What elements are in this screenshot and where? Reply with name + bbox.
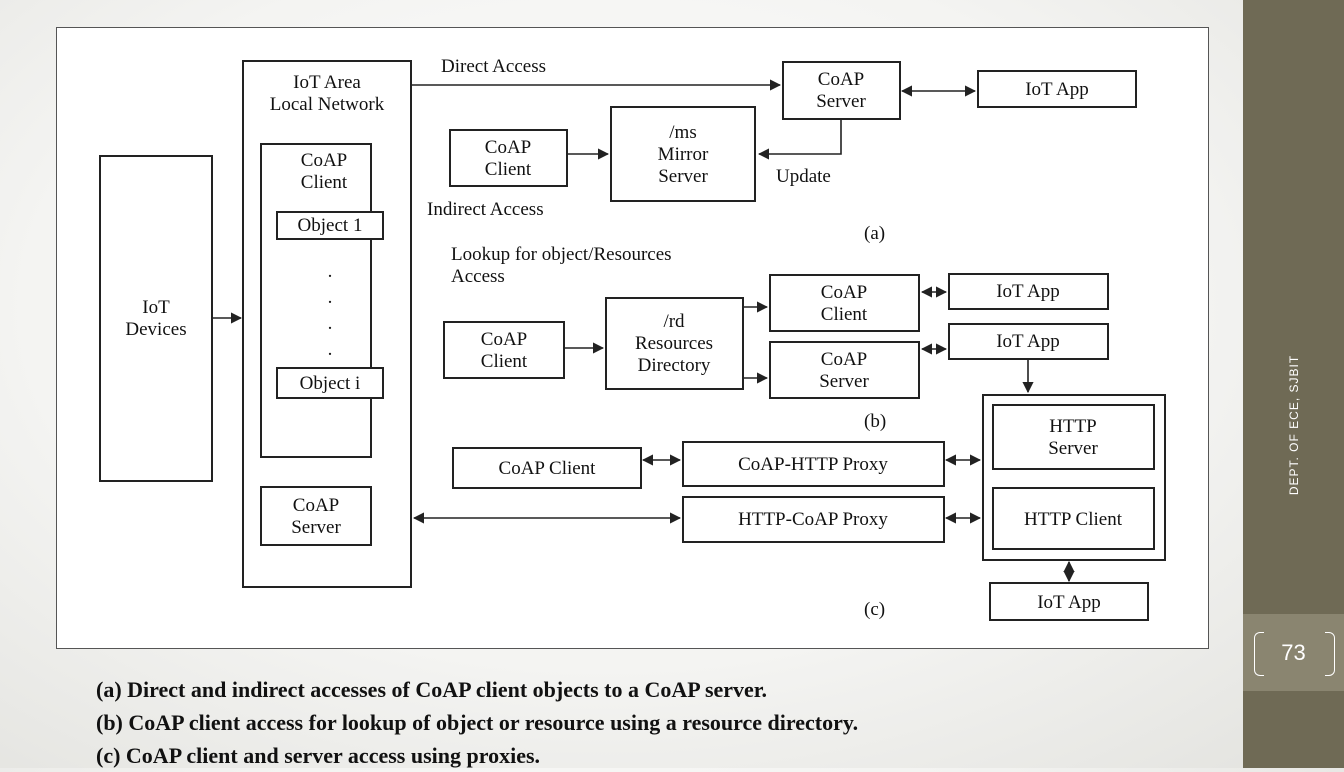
left-bracket-decoration — [1254, 632, 1264, 676]
section-a-label: (a) — [864, 223, 885, 244]
http-coap-proxy-box — [682, 496, 945, 543]
iot-devices-box — [99, 155, 213, 482]
iot-app-a-box — [977, 70, 1137, 108]
right-bracket-decoration — [1325, 632, 1335, 676]
object-1-label: Object 1 — [298, 215, 363, 236]
http-client-label: HTTP Client — [1024, 509, 1123, 530]
direct-access-label: Direct Access — [441, 56, 546, 77]
coap-http-proxy-box — [682, 441, 945, 487]
coap-client-left-box — [260, 143, 372, 458]
http-coap-proxy-label: HTTP-CoAP Proxy — [738, 509, 888, 530]
coap-client-a-box — [449, 129, 568, 187]
object-i-box — [276, 367, 384, 399]
caption-line-b: (b) CoAP client access for lookup of obj… — [96, 710, 859, 735]
coap-client-b-box — [443, 321, 565, 379]
object-i-label: Object i — [300, 373, 361, 394]
iot-app-c-label: IoT App — [1037, 592, 1101, 613]
http-server-box — [992, 404, 1155, 470]
coap-client-c-label: CoAP Client — [499, 458, 597, 479]
iot-app-b2-box — [948, 323, 1109, 360]
department-footer: DEPT. OF ECE, SJBIT — [1286, 354, 1301, 496]
caption-line-c: (c) CoAP client and server access using … — [96, 743, 541, 768]
page-number-badge: 73 — [1243, 614, 1344, 691]
coap-server-a-box — [782, 61, 901, 120]
iot-app-b1-box — [948, 273, 1109, 310]
object-dots: .... — [328, 261, 333, 360]
section-c-label: (c) — [864, 599, 885, 620]
iot-app-b2-label: IoT App — [996, 331, 1060, 352]
resource-directory-box — [605, 297, 744, 390]
indirect-access-label: Indirect Access — [427, 199, 544, 220]
update-arrow — [757, 119, 842, 160]
caption-line-a: (a) Direct and indirect accesses of CoAP… — [96, 677, 768, 702]
iot-app-b1-label: IoT App — [996, 281, 1060, 302]
coap-server-left-box — [260, 486, 372, 546]
coap-client-c-box — [452, 447, 642, 489]
figure-caption: (a) Direct and indirect accesses of CoAP… — [96, 673, 858, 772]
page-number: 73 — [1281, 640, 1306, 665]
section-b-label: (b) — [864, 411, 886, 432]
coap-server-b-box — [769, 341, 920, 399]
http-client-box — [992, 487, 1155, 550]
object-1-box — [276, 211, 384, 240]
iot-app-c-box — [989, 582, 1149, 621]
coap-http-proxy-label: CoAP-HTTP Proxy — [738, 454, 888, 475]
coap-client-b2-box — [769, 274, 920, 332]
update-label: Update — [776, 166, 831, 187]
mirror-server-box — [610, 106, 756, 202]
iot-app-a-label: IoT App — [1025, 79, 1089, 100]
